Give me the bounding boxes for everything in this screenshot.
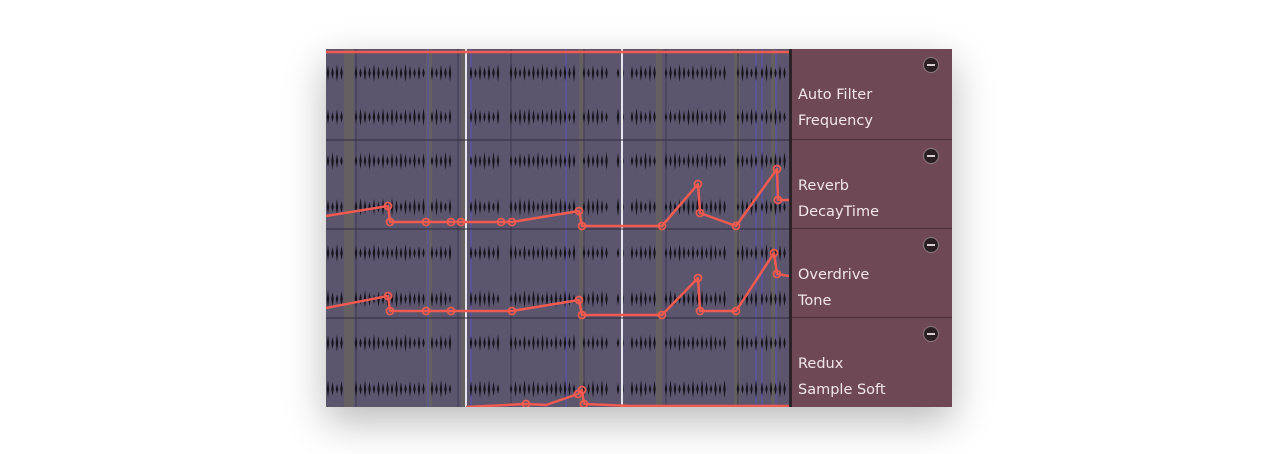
automation-breakpoint [577, 385, 587, 395]
lane-device-name: Auto Filter [798, 87, 873, 103]
automation-breakpoint [579, 399, 589, 407]
automation-breakpoint [772, 164, 782, 174]
automation-breakpoint [456, 217, 466, 227]
automation-breakpoint [385, 306, 395, 316]
automation-breakpoint [421, 217, 431, 227]
lane-parameter-name: Frequency [798, 113, 873, 129]
minus-circle-icon[interactable] [923, 237, 939, 253]
automation-line-reverb [326, 167, 789, 228]
automation-line-overdrive [326, 251, 789, 317]
lane-parameter-name: Tone [798, 293, 832, 309]
automation-breakpoint [383, 291, 393, 301]
lane-parameter-name: DecayTime [798, 204, 880, 220]
lane-device-name: Redux [798, 356, 844, 372]
automation-breakpoint [731, 221, 741, 231]
bar-shading [771, 49, 776, 407]
automation-breakpoint [383, 201, 393, 211]
arrangement-canvas[interactable] [326, 49, 789, 407]
minus-circle-icon[interactable] [923, 148, 939, 164]
automation-breakpoint [695, 208, 705, 218]
automation-breakpoint [385, 217, 395, 227]
automation-breakpoint [695, 306, 705, 316]
bar-shading [426, 49, 432, 407]
minus-circle-icon[interactable] [923, 326, 939, 342]
automation-breakpoint [446, 306, 456, 316]
automation-breakpoint [507, 217, 517, 227]
automation-breakpoint [693, 273, 703, 283]
clip-background [326, 49, 789, 407]
automation-breakpoint [657, 310, 667, 320]
automation-breakpoint [773, 195, 783, 205]
automation-breakpoint [574, 206, 584, 216]
automation-breakpoint [446, 217, 456, 227]
automation-breakpoint [496, 217, 506, 227]
automation-breakpoint [507, 306, 517, 316]
automation-breakpoint [769, 248, 779, 258]
minus-circle-icon[interactable] [923, 57, 939, 73]
lane-divider[interactable] [789, 49, 792, 407]
bar-shading [734, 49, 740, 407]
automation-breakpoint [772, 269, 782, 279]
automation-breakpoint [521, 399, 531, 407]
automation-breakpoint [731, 306, 741, 316]
automation-breakpoint [574, 295, 584, 305]
automation-breakpoint [421, 306, 431, 316]
automation-breakpoint [577, 221, 587, 231]
bar-shading [579, 49, 584, 407]
lane-device-name: Reverb [798, 178, 850, 194]
automation-breakpoint [577, 310, 587, 320]
arrangement-view[interactable] [326, 49, 789, 407]
lane-device-name: Overdrive [798, 267, 870, 283]
automation-breakpoint [657, 221, 667, 231]
bar-shading [344, 49, 354, 407]
lane-parameter-name: Sample Soft [798, 382, 886, 398]
bar-shading [461, 49, 466, 407]
automation-breakpoint [693, 179, 703, 189]
